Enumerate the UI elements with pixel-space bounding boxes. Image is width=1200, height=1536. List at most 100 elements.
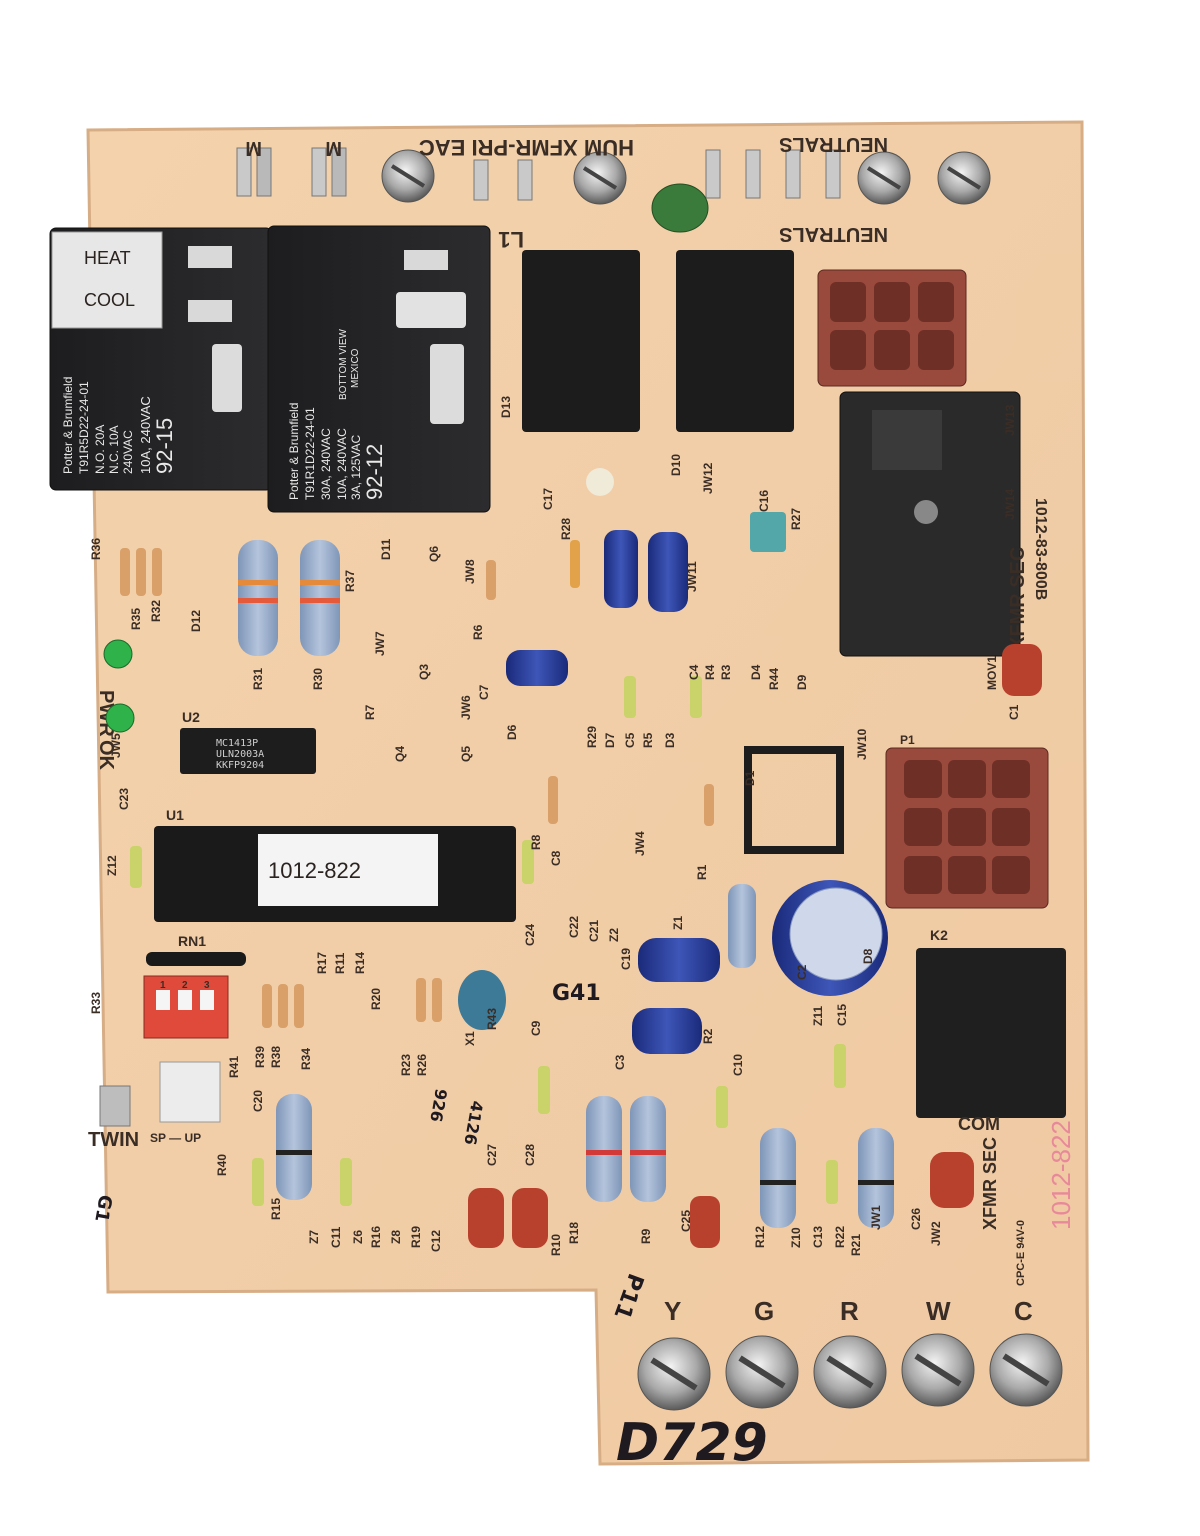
k1-rating-a: N.O. 20A — [93, 425, 107, 474]
terminal-r-label: R — [840, 1296, 859, 1326]
resistor-network: RN1 — [146, 933, 246, 966]
terminal-block: Y G R W C — [637, 1296, 1063, 1411]
top-screw-terminals — [381, 149, 991, 205]
refdes-r11: R11 — [333, 952, 347, 974]
terminal-y-label: Y — [664, 1296, 681, 1326]
refdes-d8: D8 — [861, 948, 875, 964]
refdes-c16: C16 — [757, 490, 771, 512]
refdes-q6: Q6 — [427, 546, 441, 562]
refdes-x1: X1 — [463, 1031, 477, 1046]
refdes-z11: Z11 — [811, 1006, 825, 1026]
dip-pos-3: 3 — [204, 980, 210, 991]
refdes-c20: C20 — [251, 1090, 265, 1112]
refdes-z10: Z10 — [789, 1227, 803, 1248]
electrolytic-capacitors — [506, 530, 888, 1054]
film-capacitors — [468, 644, 1042, 1248]
refdes-r20: R20 — [369, 988, 383, 1010]
refdes-r40: R40 — [215, 1154, 229, 1176]
u2-line1: MC1413P — [216, 738, 258, 749]
refdes-c17: C17 — [541, 488, 555, 510]
led-ok: OK — [95, 703, 135, 771]
terminal-c-label: C — [1014, 1296, 1033, 1326]
refdes-r22: R22 — [833, 1226, 847, 1248]
refdes-jw2: JW2 — [929, 1221, 943, 1246]
refdes-r32: R32 — [149, 600, 163, 622]
refdes-r3: R3 — [719, 664, 733, 680]
k1-brand: Potter & Brumfield — [61, 377, 75, 474]
label-hum-pri-eac: HUM XFMR-PRI EAC — [419, 135, 634, 160]
refdes-c26: C26 — [909, 1208, 923, 1230]
refdes-c28: C28 — [523, 1144, 537, 1166]
k2-rating-a: 30A, 240VAC — [319, 428, 333, 500]
refdes-r4: R4 — [703, 664, 717, 680]
refdes-r18: R18 — [567, 1222, 581, 1244]
refdes-r33: R33 — [89, 992, 103, 1014]
k2-origin-b: MEXICO — [350, 348, 361, 388]
label-u2: U2 — [182, 709, 200, 725]
refdes-z8: Z8 — [389, 1230, 403, 1244]
k2-date: 92-12 — [362, 444, 387, 500]
screw-c — [989, 1333, 1063, 1407]
refdes-c23: C23 — [117, 788, 131, 810]
xfmr-sec-bottom: XFMR SEC — [980, 1137, 1000, 1230]
refdes-r34: R34 — [299, 1048, 313, 1070]
relay-k2: Potter & Brumfield T91R1D22-24-01 30A, 2… — [267, 225, 491, 513]
refdes-r31: R31 — [251, 668, 265, 690]
connector-6pin — [817, 269, 967, 387]
label-rn1: RN1 — [178, 933, 206, 949]
cpc-marking: CPC-E 94V-0 — [1015, 1220, 1027, 1286]
refdes-c10: C10 — [731, 1054, 745, 1076]
refdes-c27: C27 — [485, 1144, 499, 1166]
top-silkscreen: M M HUM XFMR-PRI EAC NEUTRALS NEUTRALS L… — [245, 133, 888, 252]
refdes-jw1: JW1 — [869, 1205, 883, 1230]
ic-u2: MC1413P ULN2003A KKFP9204 U2 — [180, 709, 316, 774]
label-m1: M — [245, 137, 262, 159]
refdes-r44: R44 — [767, 668, 781, 690]
white-trimmer — [586, 468, 614, 496]
refdes-jw7: JW7 — [373, 631, 387, 656]
cool-label: COOL — [84, 290, 135, 310]
refdes-r28: R28 — [559, 518, 573, 540]
terminal-g-label: G — [754, 1296, 774, 1326]
ic-u1: 1012-822 U1 — [154, 807, 516, 922]
label-ok: OK — [95, 740, 117, 771]
refdes-jw8: JW8 — [463, 559, 477, 584]
refdes-r21: R21 — [849, 1234, 863, 1256]
refdes-c9: C9 — [529, 1020, 543, 1036]
refdes-r6: R6 — [471, 624, 485, 640]
k2-brand: Potter & Brumfield — [287, 403, 301, 500]
marker-g41: G41 — [552, 981, 601, 1006]
refdes-r16: R16 — [369, 1226, 383, 1248]
refdes-jw4: JW4 — [633, 831, 647, 856]
refdes-r39: R39 — [253, 1046, 267, 1068]
k2-rating-c: 3A, 125VAC — [349, 435, 363, 500]
xfmr-sec-top: XFMR SEC — [1007, 547, 1029, 650]
heatsink-clip — [744, 746, 844, 854]
refdes-c21: C21 — [587, 920, 601, 942]
refdes-r38: R38 — [269, 1046, 283, 1068]
refdes-c3: C3 — [613, 1054, 627, 1070]
refdes-r14: R14 — [353, 952, 367, 974]
u2-line2: ULN2003A — [216, 749, 264, 760]
heat-label: HEAT — [84, 248, 131, 268]
small-relay-1 — [522, 250, 640, 432]
twin-connector: TWIN SP — UP — [88, 1061, 221, 1151]
refdes-r17: R17 — [315, 952, 329, 974]
refdes-r19: R19 — [409, 1226, 423, 1248]
refdes-r27: R27 — [789, 508, 803, 530]
refdes-z2: Z2 — [607, 928, 621, 942]
refdes-r26: R26 — [415, 1054, 429, 1076]
refdes-jw13: JW13 — [1003, 404, 1017, 436]
refdes-q4: Q4 — [393, 746, 407, 762]
relay-part-number: 1012-83-800B — [1032, 498, 1049, 600]
refdes-c15: C15 — [835, 1004, 849, 1026]
refdes-c19: C19 — [619, 948, 633, 970]
refdes-r10: R10 — [549, 1234, 563, 1256]
refdes-r30: R30 — [311, 668, 325, 690]
refdes-c5: C5 — [623, 732, 637, 748]
refdes-c4: C4 — [687, 664, 701, 680]
refdes-z1: Z1 — [671, 916, 685, 930]
refdes-r35: R35 — [129, 608, 143, 630]
refdes-c22: C22 — [567, 916, 581, 938]
